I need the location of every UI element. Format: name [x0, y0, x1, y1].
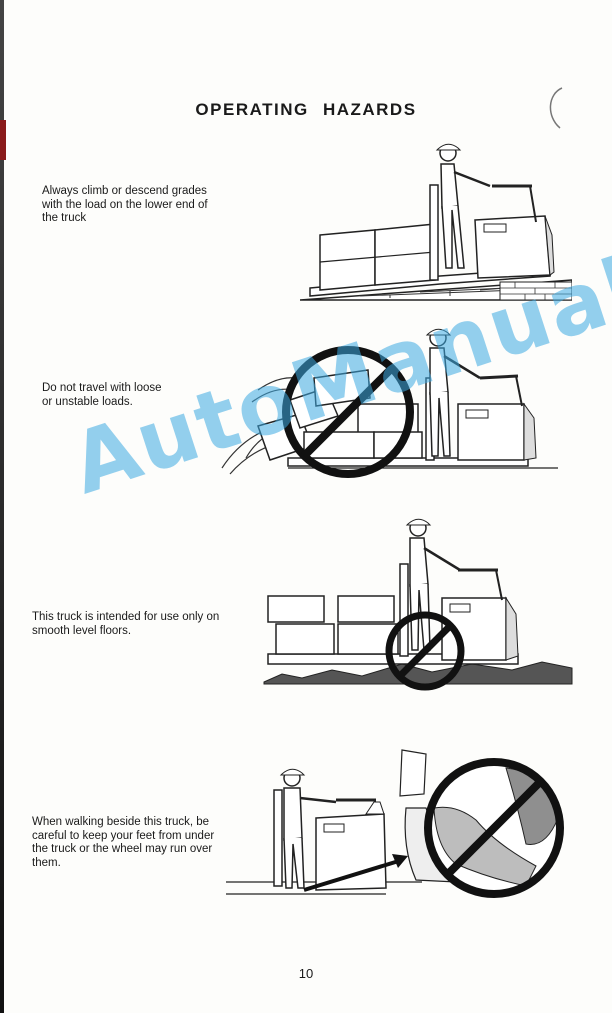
illustration-uneven-floor — [263, 518, 573, 691]
page-number: 10 — [298, 966, 314, 981]
caption-feet-safety: When walking beside this truck, be caref… — [32, 816, 215, 869]
caption-loose-loads: Do not travel with loose or unstable loa… — [42, 382, 162, 408]
caption-grades: Always climb or descend grades with the … — [42, 185, 208, 224]
page-edge-mark — [0, 120, 6, 160]
illustration-foot-hazard — [226, 749, 564, 898]
illustration-ramp-operation — [300, 143, 572, 301]
page-curl-mark — [549, 87, 563, 129]
illustration-unstable-load — [221, 328, 558, 478]
caption-level-floors: This truck is intended for use only on s… — [32, 611, 220, 637]
page-title: OPERATING HAZARDS — [195, 100, 417, 119]
page-edge — [0, 0, 4, 1013]
